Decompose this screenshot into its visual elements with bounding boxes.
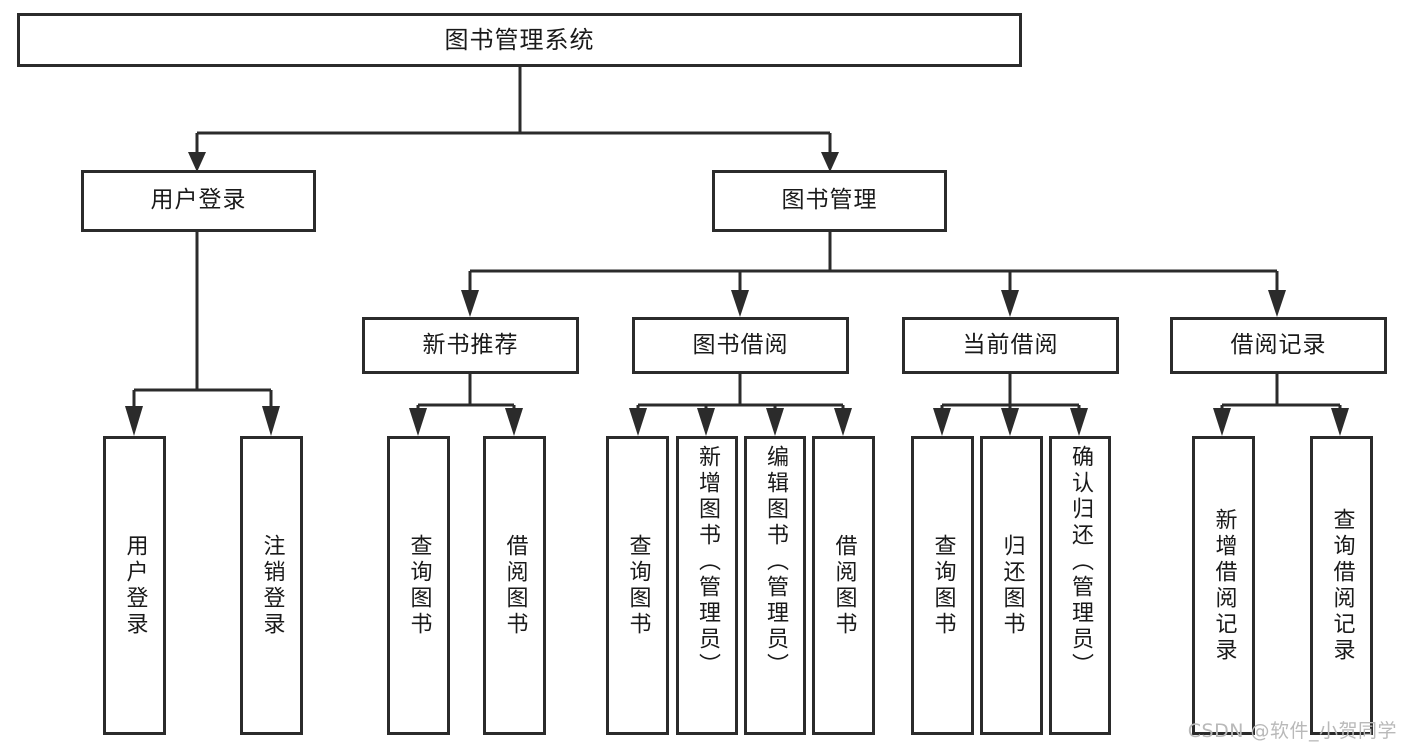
node-current-borrow-label: 当前借阅 bbox=[962, 331, 1059, 358]
node-leaf-br-query-record-label: 查询借阅记录 bbox=[1329, 507, 1355, 664]
node-leaf-cb-query-book[interactable]: 查询图书 bbox=[911, 436, 974, 735]
node-leaf-bb-edit-book-label: 编辑图书（管理员） bbox=[763, 445, 788, 679]
node-leaf-bb-query-book-label: 查询图书 bbox=[625, 533, 651, 638]
node-leaf-br-add-record-label: 新增借阅记录 bbox=[1211, 507, 1237, 664]
arrowhead-book-borrow bbox=[731, 290, 749, 317]
node-leaf-bb-edit-book[interactable]: 编辑图书（管理员） bbox=[744, 436, 806, 735]
node-book-borrow-label: 图书借阅 bbox=[692, 331, 789, 358]
node-leaf-cb-confirm-return-label: 确认归还（管理员） bbox=[1068, 445, 1093, 679]
node-leaf-bb-query-book[interactable]: 查询图书 bbox=[606, 436, 669, 735]
node-root-system-label: 图书管理系统 bbox=[444, 25, 595, 54]
node-new-book-recommend[interactable]: 新书推荐 bbox=[362, 317, 579, 374]
node-leaf-logout[interactable]: 注销登录 bbox=[240, 436, 303, 735]
node-leaf-user-login[interactable]: 用户登录 bbox=[103, 436, 166, 735]
node-leaf-bb-add-book[interactable]: 新增图书（管理员） bbox=[676, 436, 738, 735]
arrowhead-leaf-user-login bbox=[125, 406, 143, 436]
arrowhead-bb-leaf1 bbox=[629, 408, 647, 436]
arrowhead-borrow-record bbox=[1268, 290, 1286, 317]
node-leaf-nb-query-book-label: 查询图书 bbox=[406, 533, 432, 638]
node-book-manage-module-label: 图书管理 bbox=[781, 187, 878, 214]
node-book-borrow[interactable]: 图书借阅 bbox=[632, 317, 849, 374]
arrowhead-nb-leaf1 bbox=[409, 408, 427, 436]
arrowhead-new-book bbox=[461, 290, 479, 317]
arrowhead-bb-leaf3 bbox=[766, 408, 784, 436]
node-leaf-cb-confirm-return[interactable]: 确认归还（管理员） bbox=[1049, 436, 1111, 735]
node-leaf-br-query-record[interactable]: 查询借阅记录 bbox=[1310, 436, 1373, 735]
node-leaf-cb-query-book-label: 查询图书 bbox=[930, 533, 956, 638]
node-leaf-cb-return-book-label: 归还图书 bbox=[999, 533, 1025, 638]
node-leaf-user-login-label: 用户登录 bbox=[122, 533, 148, 638]
node-leaf-nb-borrow-book[interactable]: 借阅图书 bbox=[483, 436, 546, 735]
arrowhead-cb-leaf2 bbox=[1001, 408, 1019, 436]
node-user-login-module-label: 用户登录 bbox=[150, 187, 247, 214]
node-current-borrow[interactable]: 当前借阅 bbox=[902, 317, 1119, 374]
arrowhead-cb-leaf3 bbox=[1070, 408, 1088, 436]
node-new-book-recommend-label: 新书推荐 bbox=[422, 331, 519, 358]
node-leaf-bb-add-book-label: 新增图书（管理员） bbox=[695, 445, 720, 679]
node-leaf-br-add-record[interactable]: 新增借阅记录 bbox=[1192, 436, 1255, 735]
arrowhead-bb-leaf2 bbox=[697, 408, 715, 436]
node-leaf-nb-borrow-book-label: 借阅图书 bbox=[502, 533, 528, 638]
node-root-system[interactable]: 图书管理系统 bbox=[17, 13, 1022, 67]
arrowhead-user-login bbox=[188, 152, 206, 172]
node-leaf-bb-borrow-book-label: 借阅图书 bbox=[831, 533, 857, 638]
csdn-watermark: CSDN @软件_小贺同学 bbox=[1187, 720, 1397, 742]
arrowhead-book-manage bbox=[821, 152, 839, 172]
node-book-manage-module[interactable]: 图书管理 bbox=[712, 170, 947, 232]
node-leaf-nb-query-book[interactable]: 查询图书 bbox=[387, 436, 450, 735]
node-leaf-logout-label: 注销登录 bbox=[259, 533, 285, 638]
arrowhead-nb-leaf2 bbox=[505, 408, 523, 436]
node-leaf-cb-return-book[interactable]: 归还图书 bbox=[980, 436, 1043, 735]
arrowhead-br-leaf2 bbox=[1331, 408, 1349, 436]
arrowhead-bb-leaf4 bbox=[834, 408, 852, 436]
arrowhead-current-borrow bbox=[1001, 290, 1019, 317]
node-borrow-record[interactable]: 借阅记录 bbox=[1170, 317, 1387, 374]
arrowhead-cb-leaf1 bbox=[933, 408, 951, 436]
node-borrow-record-label: 借阅记录 bbox=[1230, 331, 1327, 358]
node-leaf-bb-borrow-book[interactable]: 借阅图书 bbox=[812, 436, 875, 735]
node-user-login-module[interactable]: 用户登录 bbox=[81, 170, 316, 232]
arrowhead-leaf-logout bbox=[262, 406, 280, 436]
arrowhead-br-leaf1 bbox=[1213, 408, 1231, 436]
